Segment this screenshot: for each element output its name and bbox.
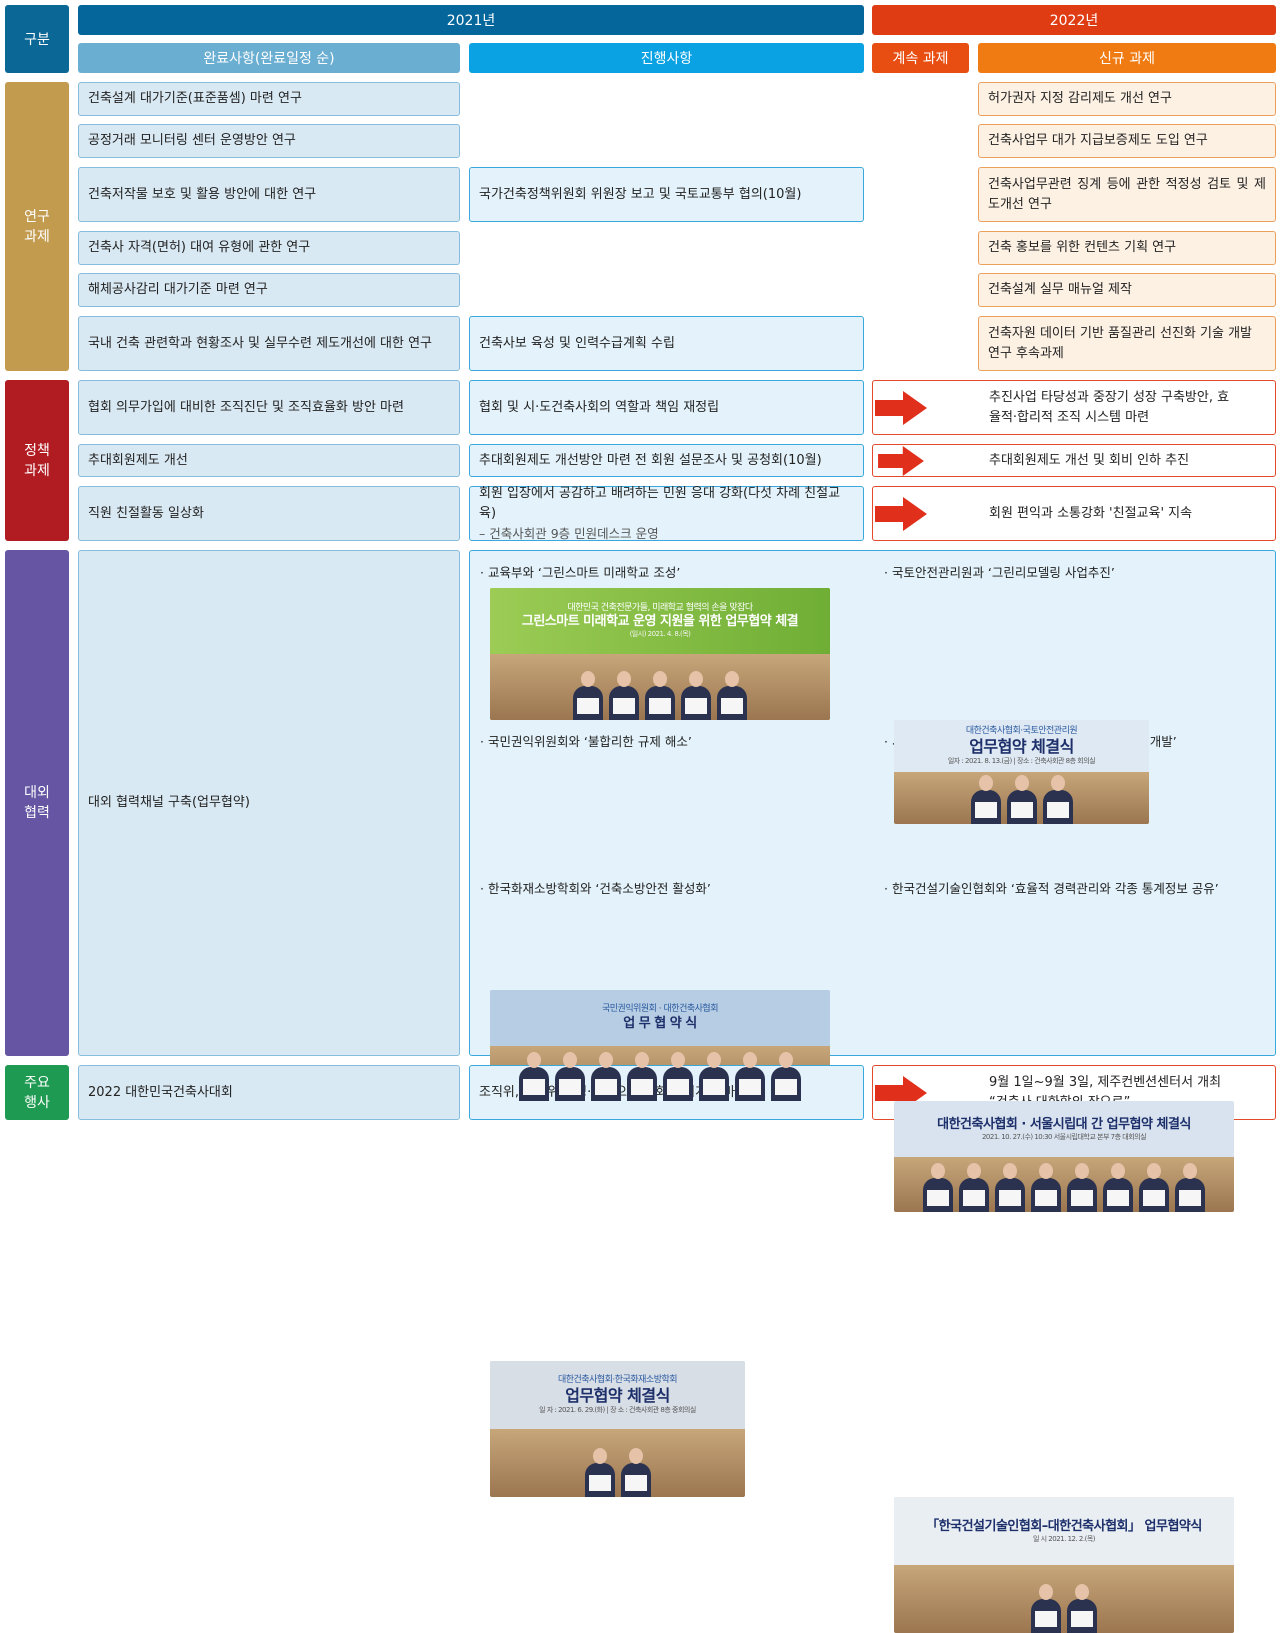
banner-date: 일자 : 2021. 8. 13.(금) | 장소 : 건축사회관 8층 회의실 xyxy=(947,757,1096,766)
banner-title: 업 무 협 약 식 xyxy=(623,1015,697,1031)
policy-2022-item: 회원 편익과 소통강화 '친절교육' 지속 xyxy=(872,486,1276,541)
agreement-photo: 대한민국 건축전문가들, 미래학교 협력의 손을 맞잡다 그린스마트 미래학교 … xyxy=(490,588,830,720)
header-2021: 2021년 xyxy=(78,5,864,35)
agreement-photo: 대한건축사협회·한국화재소방학회 업무협약 체결식 일 자 : 2021. 6.… xyxy=(490,1361,745,1497)
photo-people xyxy=(894,1584,1234,1633)
banner-date: 일 시 2021. 12. 2.(목) xyxy=(1032,1534,1096,1543)
external-completed-item: 대외 협력채널 구축(업무협약) xyxy=(78,550,460,1056)
research-new-item: 건축설계 실무 매뉴얼 제작 xyxy=(978,273,1276,307)
research-completed-item: 건축사 자격(면허) 대여 유형에 관한 연구 xyxy=(78,231,460,265)
agreement-photo: 대한건축사협회·국토안전관리원 업무협약 체결식 일자 : 2021. 8. 1… xyxy=(894,720,1149,824)
banner-subtitle: 대한건축사협회·국토안전관리원 xyxy=(965,726,1078,736)
agreement-photo: 「한국건설기술인협회–대한건축사협회」 업무협약식 일 시 2021. 12. … xyxy=(894,1497,1234,1633)
banner-subtitle: 대한민국 건축전문가들, 미래학교 협력의 손을 맞잡다 xyxy=(567,602,753,613)
banner-title: 그린스마트 미래학교 운영 지원을 위한 업무협약 체결 xyxy=(521,614,799,630)
category-external: 대외 협력 xyxy=(5,550,69,1056)
research-completed-item: 건축저작물 보호 및 활용 방안에 대한 연구 xyxy=(78,167,460,222)
policy-completed-item: 추대회원제도 개선 xyxy=(78,444,460,477)
policy-in-progress-item: 회원 입장에서 공감하고 배려하는 민원 응대 강화(다섯 차례 친절교육) – … xyxy=(469,486,864,541)
banner-title: 「한국건설기술인협회–대한건축사협회」 업무협약식 xyxy=(926,1518,1202,1534)
research-completed-item: 국내 건축 관련학과 현황조사 및 실무수련 제도개선에 대한 연구 xyxy=(78,316,460,371)
header-2022: 2022년 xyxy=(872,5,1276,35)
research-completed-item: 공정거래 모니터링 센터 운영방안 연구 xyxy=(78,124,460,158)
banner-subtitle: 대한건축사협회·한국화재소방학회 xyxy=(557,1375,678,1385)
research-new-item: 건축사업무 대가 지급보증제도 도입 연구 xyxy=(978,124,1276,158)
banner-date: 일 자 : 2021. 6. 29.(화) | 장 소 : 건축사회관 8층 중… xyxy=(539,1406,696,1415)
banner-date: (일시) 2021. 4. 8.(목) xyxy=(629,630,691,639)
research-new-item: 허가권자 지정 감리제도 개선 연구 xyxy=(978,82,1276,116)
agreement-caption: · 국민권익위원회와 ‘불합리한 규제 해소’ xyxy=(480,734,692,749)
photo-people xyxy=(894,775,1149,824)
photo-people xyxy=(490,1052,830,1101)
agreement-caption: · 국토안전관리원과 ‘그린리모델링 사업추진’ xyxy=(884,565,1115,580)
policy-completed-item: 협회 의무가입에 대비한 조직진단 및 조직효율화 방안 마련 xyxy=(78,380,460,435)
policy-2022-item: 추진사업 타당성과 중장기 성장 구축방안, 효율적·합리적 조직 시스템 마련 xyxy=(872,380,1276,435)
research-new-item: 건축자원 데이터 기반 품질관리 선진화 기술 개발 연구 후속과제 xyxy=(978,316,1276,371)
agreement-caption: · 한국건설기술인협회와 ‘효율적 경력관리와 각종 통계정보 공유’ xyxy=(884,881,1219,896)
research-new-item: 건축사업무관련 징계 등에 관한 적정성 검토 및 제도개선 연구 xyxy=(978,167,1276,222)
category-event: 주요 행사 xyxy=(5,1065,69,1120)
banner-subtitle: 국민권익위원회 · 대한건축사협회 xyxy=(601,1004,719,1015)
header-in-progress: 진행사항 xyxy=(469,43,864,73)
policy-in-progress-item: 추대회원제도 개선방안 마련 전 회원 설문조사 및 공청회(10월) xyxy=(469,444,864,477)
photo-people xyxy=(490,1448,745,1497)
arrow-right-icon xyxy=(875,390,927,425)
banner-title: 업무협약 체결식 xyxy=(969,737,1074,757)
policy-in-progress-text: 회원 입장에서 공감하고 배려하는 민원 응대 강화(다섯 차례 친절교육) xyxy=(479,485,841,521)
policy-completed-item: 직원 친절활동 일상화 xyxy=(78,486,460,541)
research-in-progress-item: 국가건축정책위원회 위원장 보고 및 국토교통부 협의(10월) xyxy=(469,167,864,222)
research-completed-item: 해체공사감리 대가기준 마련 연구 xyxy=(78,273,460,307)
policy-in-progress-subtext: – 건축사회관 9층 민원데스크 운영 xyxy=(479,525,659,541)
research-in-progress-item: 건축사보 육성 및 인력수급계획 수립 xyxy=(469,316,864,371)
photo-people xyxy=(894,1163,1234,1212)
policy-2022-text: 추진사업 타당성과 중장기 성장 구축방안, 효율적·합리적 조직 시스템 마련 xyxy=(989,389,1230,425)
header-completed: 완료사항(완료일정 순) xyxy=(78,43,460,73)
policy-2022-item: 추대회원제도 개선 및 회비 인하 추진 xyxy=(872,444,1276,477)
policy-in-progress-item: 협회 및 시·도건축사회의 역할과 책임 재정립 xyxy=(469,380,864,435)
policy-2022-text: 회원 편익과 소통강화 '친절교육' 지속 xyxy=(989,505,1193,521)
agreement-photo: 대한건축사협회 · 서울시립대 간 업무협약 체결식 2021. 10. 27.… xyxy=(894,1101,1234,1212)
header-new: 신규 과제 xyxy=(978,43,1276,73)
header-continued: 계속 과제 xyxy=(872,43,969,73)
research-completed-item: 건축설계 대가기준(표준품셈) 마련 연구 xyxy=(78,82,460,116)
arrow-right-icon xyxy=(878,445,924,476)
research-new-item: 건축 홍보를 위한 컨텐츠 기획 연구 xyxy=(978,231,1276,265)
agreement-caption: · 교육부와 ‘그린스마트 미래학교 조성’ xyxy=(480,565,681,580)
arrow-right-icon xyxy=(875,496,927,531)
agreement-caption: · 한국화재소방학회와 ‘건축소방안전 활성화’ xyxy=(480,881,711,896)
banner-title: 업무협약 체결식 xyxy=(565,1386,670,1406)
category-research: 연구 과제 xyxy=(5,82,69,371)
agreement-photo: 국민권익위원회 · 대한건축사협회 업 무 협 약 식 xyxy=(490,990,830,1101)
category-policy: 정책 과제 xyxy=(5,380,69,541)
photo-people xyxy=(490,671,830,720)
banner-date: 2021. 10. 27.(수) 10:30 서울시립대학교 본부 7층 대회의… xyxy=(981,1132,1147,1141)
policy-2022-text: 추대회원제도 개선 및 회비 인하 추진 xyxy=(989,452,1190,468)
header-category: 구분 xyxy=(5,5,69,73)
banner-title: 대한건축사협회 · 서울시립대 간 업무협약 체결식 xyxy=(937,1116,1191,1132)
event-completed-item: 2022 대한민국건축사대회 xyxy=(78,1065,460,1120)
